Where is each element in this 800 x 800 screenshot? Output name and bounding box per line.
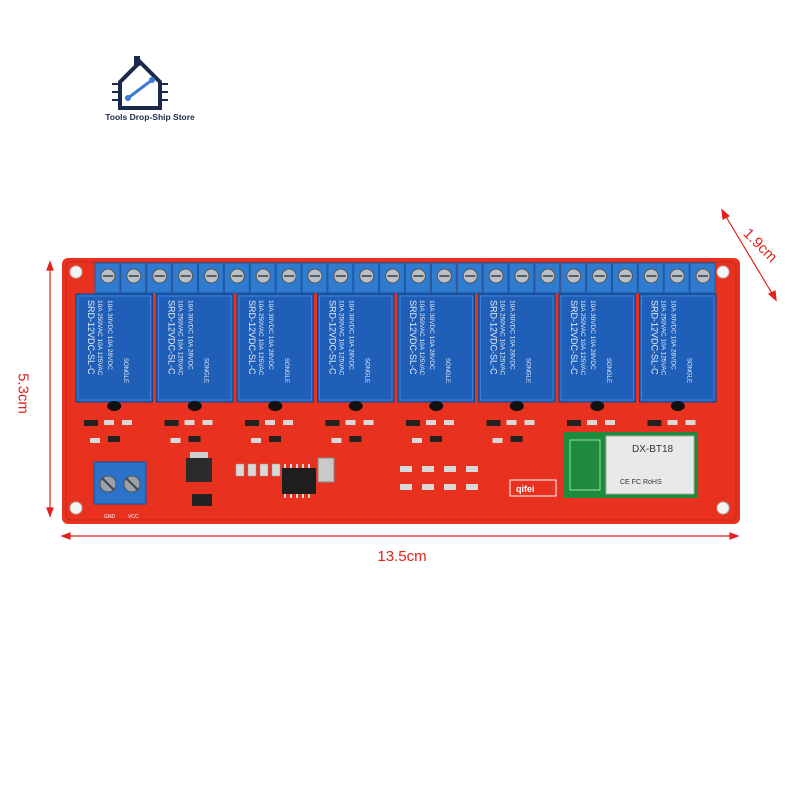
svg-text:10A 250VAC 10A 125VAC: 10A 250VAC 10A 125VAC (177, 300, 184, 376)
mount-hole (69, 265, 83, 279)
mount-hole (69, 501, 83, 515)
svg-text:SRD-12VDC-SL-C: SRD-12VDC-SL-C (569, 300, 579, 375)
svg-text:SRD-12VDC-SL-C: SRD-12VDC-SL-C (408, 300, 418, 375)
svg-text:10A 30VDC 10A 28VDC: 10A 30VDC 10A 28VDC (106, 300, 113, 370)
bt-certs: CE FC RoHS (620, 479, 662, 486)
screw-terminal (379, 262, 405, 294)
gnd-label: GND (104, 514, 116, 520)
svg-text:10A 30VDC 10A 28VDC: 10A 30VDC 10A 28VDC (670, 300, 677, 370)
svg-text:10A 250VAC 10A 125VAC: 10A 250VAC 10A 125VAC (418, 300, 425, 376)
screw-terminal (689, 262, 716, 294)
bluetooth-module: DX-BT18 CE FC RoHS (564, 432, 698, 498)
svg-text:10A 30VDC 10A 28VDC: 10A 30VDC 10A 28VDC (267, 300, 274, 370)
screw-terminal (120, 262, 147, 294)
svg-text:SRD-12VDC-SL-C: SRD-12VDC-SL-C (328, 300, 338, 375)
screw-terminal (586, 262, 612, 294)
svg-text:10A 250VAC 10A 125VAC: 10A 250VAC 10A 125VAC (579, 300, 586, 376)
width-dimension-label: 13.5cm (377, 548, 427, 565)
screw-terminal (456, 262, 483, 294)
svg-text:10A 250VAC 10A 125VAC: 10A 250VAC 10A 125VAC (338, 300, 345, 376)
screw-terminal (612, 262, 638, 294)
store-name: Tools Drop-Ship Store (105, 112, 195, 122)
screw-terminal (301, 262, 328, 294)
svg-text:SRD-12VDC-SL-C: SRD-12VDC-SL-C (86, 300, 96, 375)
depth-dimension-line (721, 209, 777, 301)
svg-text:SONGLE: SONGLE (203, 358, 209, 383)
screw-terminal (353, 262, 380, 294)
svg-text:SRD-12VDC-SL-C: SRD-12VDC-SL-C (167, 300, 177, 375)
svg-text:SONGLE: SONGLE (686, 358, 692, 383)
screw-terminal (508, 262, 535, 294)
height-dimension-label: 5.3cm (14, 373, 32, 414)
mount-hole (716, 501, 730, 515)
svg-text:SONGLE: SONGLE (525, 358, 531, 383)
crystal (317, 457, 335, 483)
svg-text:SONGLE: SONGLE (444, 358, 450, 383)
bt-model: DX-BT18 (632, 444, 674, 455)
mount-hole (716, 265, 730, 279)
svg-text:SONGLE: SONGLE (605, 358, 611, 383)
screw-terminal (405, 262, 431, 294)
ic-chip (282, 468, 316, 494)
diode (192, 494, 212, 506)
svg-text:SONGLE: SONGLE (283, 358, 289, 383)
dimension-lines (46, 208, 777, 540)
svg-text:10A 30VDC 10A 28VDC: 10A 30VDC 10A 28VDC (509, 300, 516, 370)
house-circuit-icon (112, 56, 168, 110)
svg-text:10A 250VAC 10A 125VAC: 10A 250VAC 10A 125VAC (257, 300, 264, 376)
terminal-strip (94, 262, 716, 294)
svg-text:10A 250VAC 10A 125VAC: 10A 250VAC 10A 125VAC (660, 300, 667, 376)
screw-terminal (275, 262, 302, 294)
qifei-brand-logo: qifei (509, 479, 557, 497)
screw-terminal (534, 262, 561, 294)
svg-text:qifei: qifei (516, 484, 535, 494)
store-logo (112, 56, 168, 110)
screw-terminal (482, 262, 509, 294)
svg-text:SRD-12VDC-SL-C: SRD-12VDC-SL-C (247, 300, 257, 375)
screw-terminal (637, 262, 664, 294)
screw-terminal (223, 262, 250, 294)
screw-terminal (249, 262, 276, 294)
svg-text:SRD-12VDC-SL-C: SRD-12VDC-SL-C (650, 300, 660, 375)
svg-text:10A 250VAC 10A 125VAC: 10A 250VAC 10A 125VAC (96, 300, 103, 376)
screw-terminal (146, 262, 173, 294)
screw-terminal (663, 262, 690, 294)
screw-terminal (94, 262, 121, 294)
svg-text:SONGLE: SONGLE (122, 358, 128, 383)
screw-terminal (198, 262, 224, 294)
svg-text:SRD-12VDC-SL-C: SRD-12VDC-SL-C (489, 300, 499, 375)
screw-terminal (430, 262, 457, 294)
svg-text:10A 30VDC 10A 28VDC: 10A 30VDC 10A 28VDC (428, 300, 435, 370)
svg-text:10A 30VDC 10A 28VDC: 10A 30VDC 10A 28VDC (187, 300, 194, 370)
power-terminal: GND VCC (93, 461, 147, 520)
svg-text:10A 250VAC 10A 125VAC: 10A 250VAC 10A 125VAC (499, 300, 506, 376)
screw-terminal (560, 262, 587, 294)
svg-text:10A 30VDC 10A 28VDC: 10A 30VDC 10A 28VDC (348, 300, 355, 370)
svg-text:SONGLE: SONGLE (364, 358, 370, 383)
screw-terminal (172, 262, 198, 294)
voltage-regulator (186, 458, 212, 482)
screw-terminal (327, 262, 354, 294)
svg-text:10A 30VDC 10A 28VDC: 10A 30VDC 10A 28VDC (589, 300, 596, 370)
vcc-label: VCC (128, 514, 139, 520)
